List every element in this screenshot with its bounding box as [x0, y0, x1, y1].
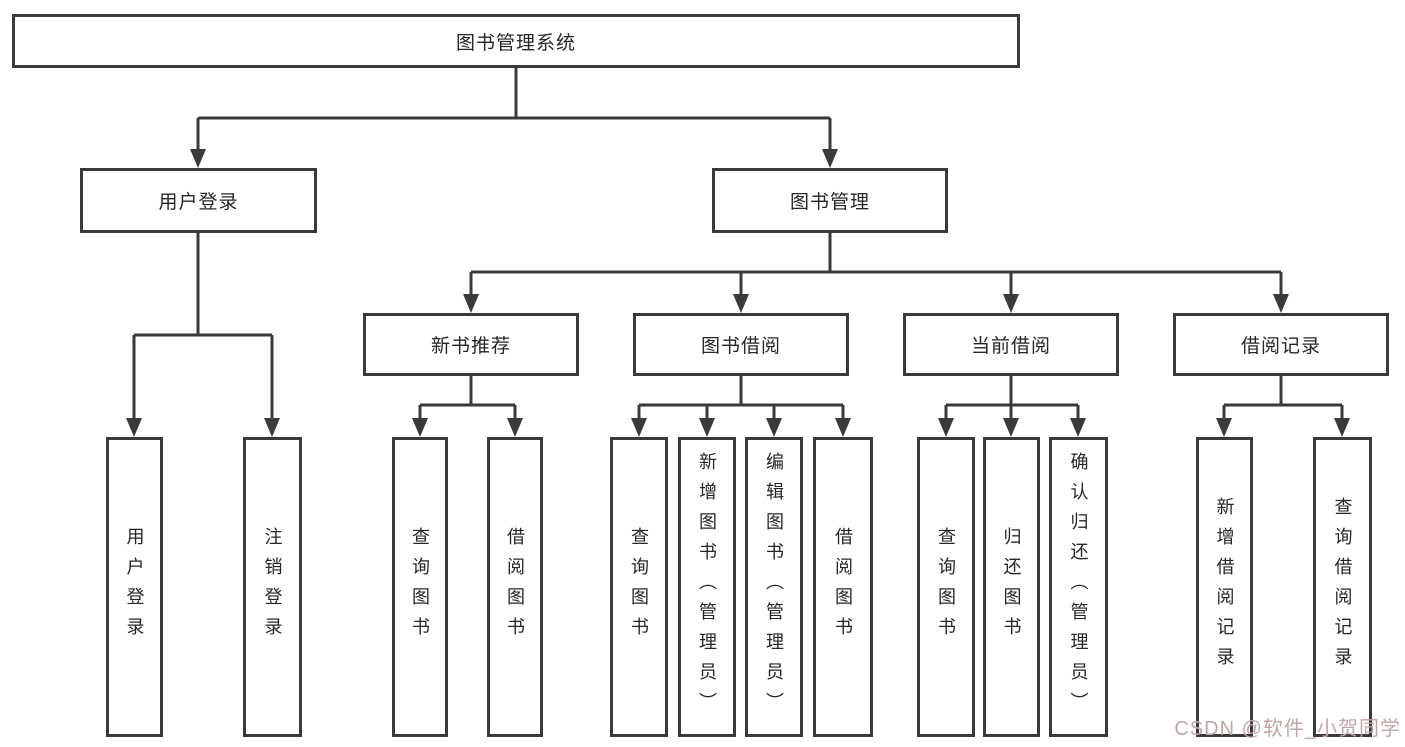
node-current-borrowing: 当前借阅 [903, 313, 1119, 376]
leaf-confirm-return-admin: 确认归还（管理员） [1049, 437, 1108, 737]
connector-user-login-branch [126, 232, 280, 437]
leaf-borrow-books-recommend: 借阅图书 [487, 437, 543, 737]
leaf-add-borrow-record: 新增借阅记录 [1196, 437, 1253, 737]
node-new-book-recommend: 新书推荐 [363, 313, 579, 376]
leaf-query-books-borrowing: 查询图书 [610, 437, 668, 737]
leaf-query-borrow-record: 查询借阅记录 [1313, 437, 1372, 737]
connector-borrowing-records-branch [1216, 376, 1350, 437]
csdn-watermark: CSDN @软件_小贺同学 [1174, 718, 1401, 740]
connector-new-book-recommend-branch [412, 376, 523, 437]
leaf-add-books-admin: 新增图书（管理员） [678, 437, 736, 737]
connector-root-branch [190, 68, 838, 168]
connector-book-borrowing-branch [631, 376, 851, 437]
leaf-return-books: 归还图书 [983, 437, 1040, 737]
leaf-logout: 注销登录 [243, 437, 302, 737]
leaf-edit-books-admin: 编辑图书（管理员） [745, 437, 803, 737]
node-borrowing-records: 借阅记录 [1173, 313, 1389, 376]
connector-current-borrowing-branch [938, 376, 1086, 437]
leaf-borrow-books-borrowing: 借阅图书 [813, 437, 873, 737]
leaf-query-books-current: 查询图书 [917, 437, 975, 737]
node-root: 图书管理系统 [12, 14, 1020, 68]
leaf-query-books-recommend: 查询图书 [392, 437, 448, 737]
connector-book-management-branch [463, 232, 1289, 313]
leaf-user-login: 用户登录 [106, 437, 163, 737]
node-user-login: 用户登录 [80, 168, 317, 233]
node-book-management: 图书管理 [712, 168, 948, 233]
node-book-borrowing: 图书借阅 [633, 313, 849, 376]
